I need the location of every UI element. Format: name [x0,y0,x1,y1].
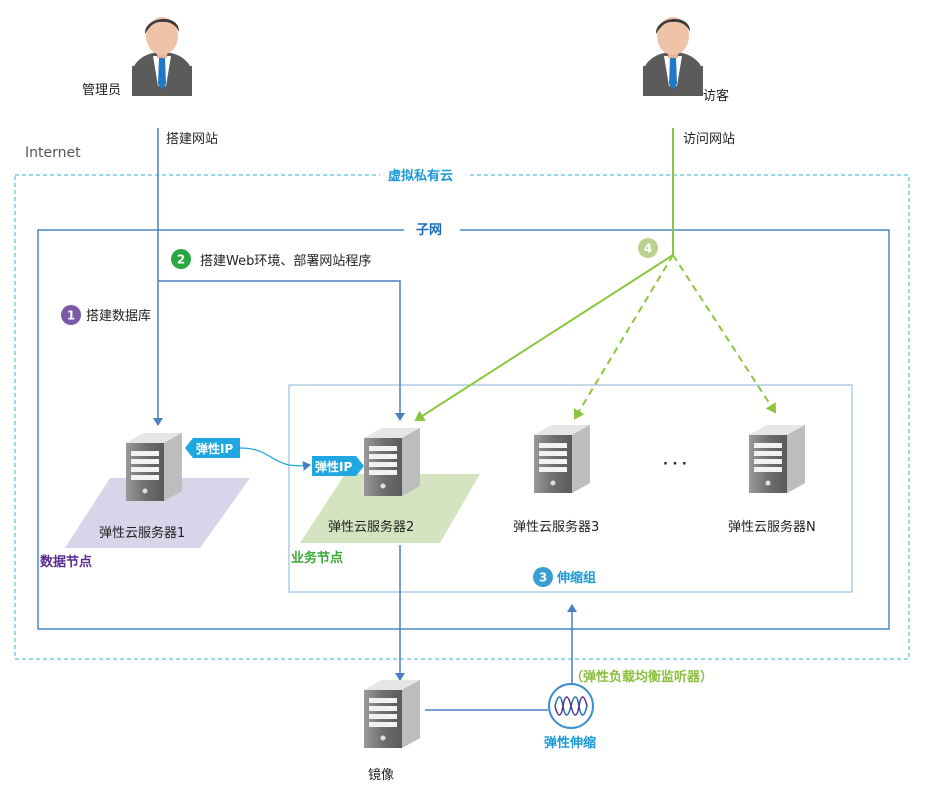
eip-link-curve [239,447,311,471]
visit-site-label: 访问网站 [683,132,735,147]
eip-tag-1 [185,438,240,458]
server1-icon [126,433,182,501]
badge-1-text: 1 [67,309,75,323]
badge-4-text: 4 [644,242,652,256]
subnet-label: 子网 [416,223,442,238]
vpc-label-bg [380,165,468,185]
ellipsis: · · · [663,457,687,472]
step1-label: 搭建数据库 [86,308,151,324]
vpc-label: 虚拟私有云 [388,168,453,184]
subnet-boundary [37,229,890,630]
server3-label: 弹性云服务器3 [513,519,599,535]
build-site-label: 搭建网站 [166,131,218,147]
vpc-boundary [14,174,910,660]
visitor-to-server2-arrow [414,254,674,422]
subnet-label-bg [404,220,460,240]
internet-label: Internet [25,145,81,161]
image-label: 镜像 [368,768,394,783]
badge-2 [171,249,191,269]
badge-4 [638,238,658,258]
visitor-label: 访客 [703,88,729,104]
visitor-to-serverN-arrow [672,254,777,414]
admin-person-icon [132,17,192,96]
eip-tag-2-text: 弹性IP [315,459,352,474]
eip-tag-1-text: 弹性IP [196,441,233,456]
badge-3 [533,567,553,587]
admin-label: 管理员 [82,83,121,98]
visitor-to-server3-arrow [573,254,674,420]
badge-1 [61,305,81,325]
server2-label: 弹性云服务器2 [328,519,414,535]
server3-icon [534,425,590,493]
elb-wave-2 [554,696,588,716]
server2-icon [364,428,420,496]
biz-node-plate [300,474,480,543]
badge-2-text: 2 [177,253,185,267]
step3-label: 伸缩组 [556,570,596,586]
data-node-label: 数据节点 [40,554,92,570]
serverN-icon [749,425,805,493]
scaling-group-boundary [288,384,853,593]
server1-label: 弹性云服务器1 [99,525,185,541]
image-server-icon [364,680,420,748]
badge-3-text: 3 [539,571,547,585]
step2-label: 搭建Web环境、部署网站程序 [200,253,371,269]
serverN-label: 弹性云服务器N [728,519,816,535]
eip-tag-2 [312,456,364,476]
admin-to-server2-arrow [158,280,405,421]
listener-label: （弹性负载均衡监听器） [570,669,713,685]
visitor-person-icon [643,17,703,96]
elb-label: 弹性伸缩 [544,735,596,751]
data-node-plate [65,478,250,548]
biz-node-label: 业务节点 [291,550,343,566]
